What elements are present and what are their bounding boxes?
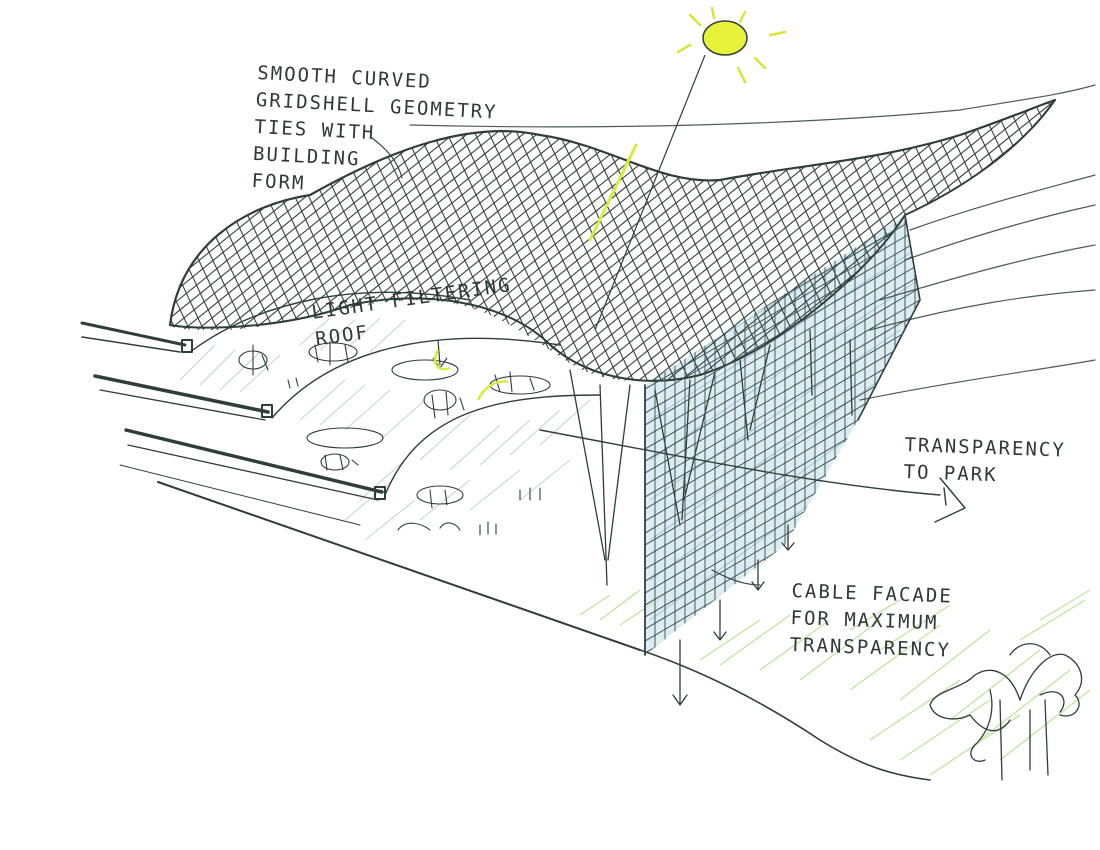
roof-grid-line: [0, 80, 92, 420]
roof-grid-line: [1009, 100, 1055, 382]
roof-grid-line: [0, 80, 86, 420]
annotation-gridshell: Smooth curved Gridshell geometry ties wi…: [251, 61, 499, 195]
roof-grid-line: [0, 80, 44, 420]
facade-grid-line: [645, 317, 920, 489]
annotation-cable-facade: Cable facade for maximum transparency: [789, 579, 954, 662]
facade-grid-line: [645, 257, 920, 429]
roof-grid-line: [505, 100, 667, 382]
roof-grid-line: [170, 100, 269, 382]
roof-grid-line: [0, 80, 78, 420]
roof-grid-line: [1023, 100, 1055, 382]
roof-grid-line: [0, 80, 134, 420]
facade-grid-line: [645, 233, 920, 405]
roof-grid-line: [953, 100, 1055, 382]
roof-grid-line: [0, 80, 22, 420]
facade-grid-line: [645, 641, 920, 655]
facade-grid-line: [645, 341, 920, 513]
tree-icon: [929, 643, 1083, 781]
roof-grid-line: [0, 80, 8, 420]
roof-grid-line: [617, 100, 1039, 382]
roof-grid-line: [925, 100, 1055, 382]
roof-grid-line: [953, 100, 1055, 382]
roof-grid-line: [170, 100, 191, 382]
roof-grid-line: [0, 80, 128, 420]
roof-grid-line: [995, 100, 1055, 382]
roof-grid-line: [0, 80, 16, 420]
roof-grid-line: [981, 100, 1055, 382]
arrow-icon: [539, 429, 966, 523]
facade-grid-line: [645, 329, 920, 501]
annotation-transparency: Transparency to park: [903, 433, 1067, 487]
roof-grid-line: [2, 80, 162, 420]
roof-grid-line: [0, 80, 2, 420]
roof-grid-line: [1080, 80, 1100, 420]
roof-grid-line: [170, 100, 227, 382]
facade-grid-line: [645, 245, 920, 417]
sun-icon: [432, 6, 787, 401]
roof-grid-line: [1051, 100, 1055, 382]
roof-grid-line: [1009, 100, 1055, 382]
roof-grid-line: [449, 100, 611, 382]
people-scribbles: [238, 341, 551, 536]
roof-grid-line: [170, 100, 185, 382]
roof-grid-line: [170, 100, 199, 382]
roof-grid-line: [0, 80, 30, 420]
roof-grid-line: [477, 100, 639, 382]
roof-grid-line: [170, 100, 213, 382]
facade-grid-line: [645, 305, 920, 477]
roof-grid-line: [1051, 100, 1055, 382]
roof-grid-line: [995, 100, 1055, 382]
facade-grid-line: [645, 269, 920, 441]
roof-grid-line: [0, 80, 120, 420]
roof-grid-line: [170, 100, 205, 382]
leader-lines: [371, 137, 761, 586]
facade-grid-line: [640, 666, 930, 836]
roof-grid-line: [0, 80, 114, 420]
facade-grid-line: [645, 221, 920, 393]
floor-slabs: [80, 291, 931, 781]
shade-wash: [179, 317, 591, 541]
roof-grid-line: [967, 100, 1055, 382]
roof-grid-line: [0, 80, 100, 420]
roof-grid-line: [1023, 100, 1055, 382]
facade-grid-line: [645, 653, 920, 655]
roof-grid-line: [0, 80, 142, 420]
roof-grid-line: [170, 100, 219, 382]
context-lines: [409, 84, 1096, 401]
roof-grid-line: [170, 100, 171, 382]
facade-grid-line: [645, 293, 920, 465]
roof-grid-line: [1094, 80, 1100, 420]
roof-grid-line: [0, 80, 106, 420]
roof-grid-line: [0, 80, 72, 420]
facade-grid-line: [645, 281, 920, 453]
roof-grid-line: [631, 100, 1053, 382]
roof-grid-line: [0, 80, 58, 420]
roof-grid-line: [0, 80, 36, 420]
roof-grid-line: [967, 100, 1055, 382]
facade-grid-line: [640, 678, 930, 848]
roof-grid-line: [0, 80, 148, 420]
roof-grid-line: [0, 80, 64, 420]
roof-grid-line: [170, 100, 177, 382]
roof-grid-line: [463, 100, 625, 382]
roof-grid-line: [645, 100, 1055, 382]
roof-grid-line: [491, 100, 653, 382]
roof-grid-line: [0, 80, 50, 420]
roof-grid-line: [0, 80, 156, 420]
